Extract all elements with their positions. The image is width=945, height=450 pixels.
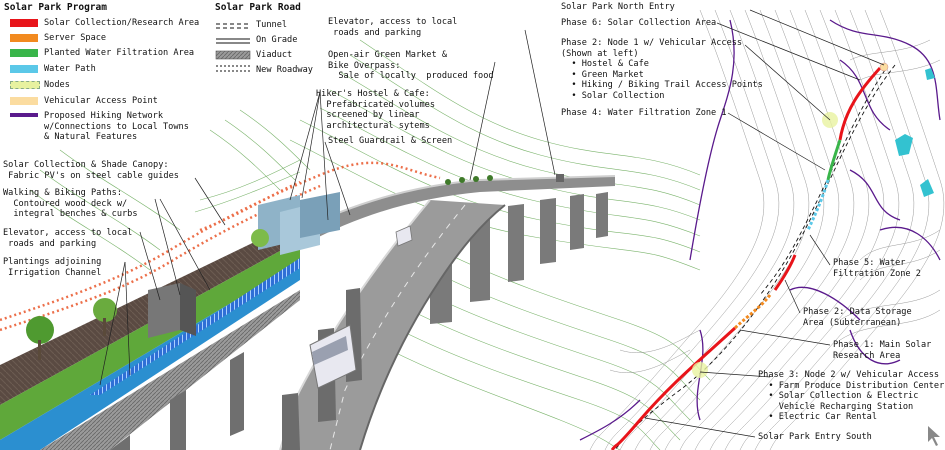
map-note-north-entry: Solar Park North Entry	[561, 2, 675, 12]
solar-canopy	[0, 161, 441, 332]
road-legend-symbols	[215, 23, 251, 72]
legend-label-vehicular: Vehicular Access Point	[44, 96, 158, 106]
road-label-viaduct: Viaduct	[256, 50, 293, 60]
planted-strip	[0, 240, 300, 440]
legend-label-hiking: Proposed Hiking Network w/Connections to…	[44, 111, 189, 142]
note-solar-canopy: Solar Collection & Shade Canopy: Fabric …	[3, 160, 179, 181]
map-note-phase2-data: Phase 2: Data Storage Area (Subterranean…	[803, 307, 912, 328]
legend-label-water: Water Path	[44, 64, 96, 74]
map-note-south-entry: Solar Park Entry South	[758, 432, 872, 442]
program-legend-title: Solar Park Program	[4, 2, 107, 13]
upper-viaduct-deck	[300, 176, 615, 244]
elevator-upper	[556, 174, 564, 182]
leader-lines	[99, 29, 556, 386]
trees	[26, 175, 493, 360]
main-viaduct-road	[280, 200, 505, 450]
legend-label-filtration: Planted Water Filtration Area	[44, 48, 195, 58]
map-note-phase5: Phase 5: Water Filtration Zone 2	[833, 258, 921, 279]
hostel-volumes	[258, 192, 340, 255]
legend-swatch-water	[10, 65, 38, 73]
legend-swatch-server	[10, 34, 38, 42]
road-label-on-grade: On Grade	[256, 35, 298, 45]
legend-swatch-hiking	[10, 113, 38, 117]
map-note-phase2-node: Phase 2: Node 1 w/ Vehicular Access (Sho…	[561, 38, 763, 101]
map-note-phase6: Phase 6: Solar Collection Area	[561, 18, 717, 28]
legend-swatch-filtration	[10, 49, 38, 57]
note-plantings: Plantings adjoining Irrigation Channel	[3, 257, 102, 278]
note-guardrail: Steel Guardrail & Screen	[328, 136, 453, 146]
note-elevator-left: Elevator, access to local roads and park…	[3, 228, 133, 249]
terrain-contours	[29, 39, 711, 450]
site-map	[579, 9, 945, 450]
map-note-phase1: Phase 1: Main Solar Research Area	[833, 340, 932, 361]
map-note-phase3: Phase 3: Node 2 w/ Vehicular Access • Fa…	[758, 370, 945, 422]
note-walking-paths: Walking & Biking Paths: Contoured wood d…	[3, 188, 138, 219]
elevator-tower	[148, 283, 196, 338]
cursor-arrow-icon	[928, 426, 940, 446]
legend-label-server: Server Space	[44, 33, 107, 43]
road-label-new-roadway: New Roadway	[256, 65, 313, 75]
road-legend-title: Solar Park Road	[215, 2, 301, 13]
legend-swatch-vehicular	[10, 97, 38, 105]
white-van-front	[309, 324, 357, 389]
viaduct-under-garden	[40, 290, 300, 450]
legend-swatch-nodes	[10, 81, 40, 89]
legend-label-nodes: Nodes	[44, 80, 70, 90]
note-green-market: Open-air Green Market & Bike Overpass: S…	[328, 50, 494, 81]
legend-label-solar: Solar Collection/Research Area	[44, 18, 200, 28]
legend-swatch-solar	[10, 19, 38, 27]
note-elevator-middle: Elevator, access to local roads and park…	[328, 17, 458, 38]
road-label-tunnel: Tunnel	[256, 20, 288, 30]
white-van-back	[395, 225, 413, 247]
note-hostel: Hiker's Hostel & Cafe: Prefabricated vol…	[316, 89, 435, 131]
map-note-phase4: Phase 4: Water Filtration Zone 1	[561, 108, 727, 118]
